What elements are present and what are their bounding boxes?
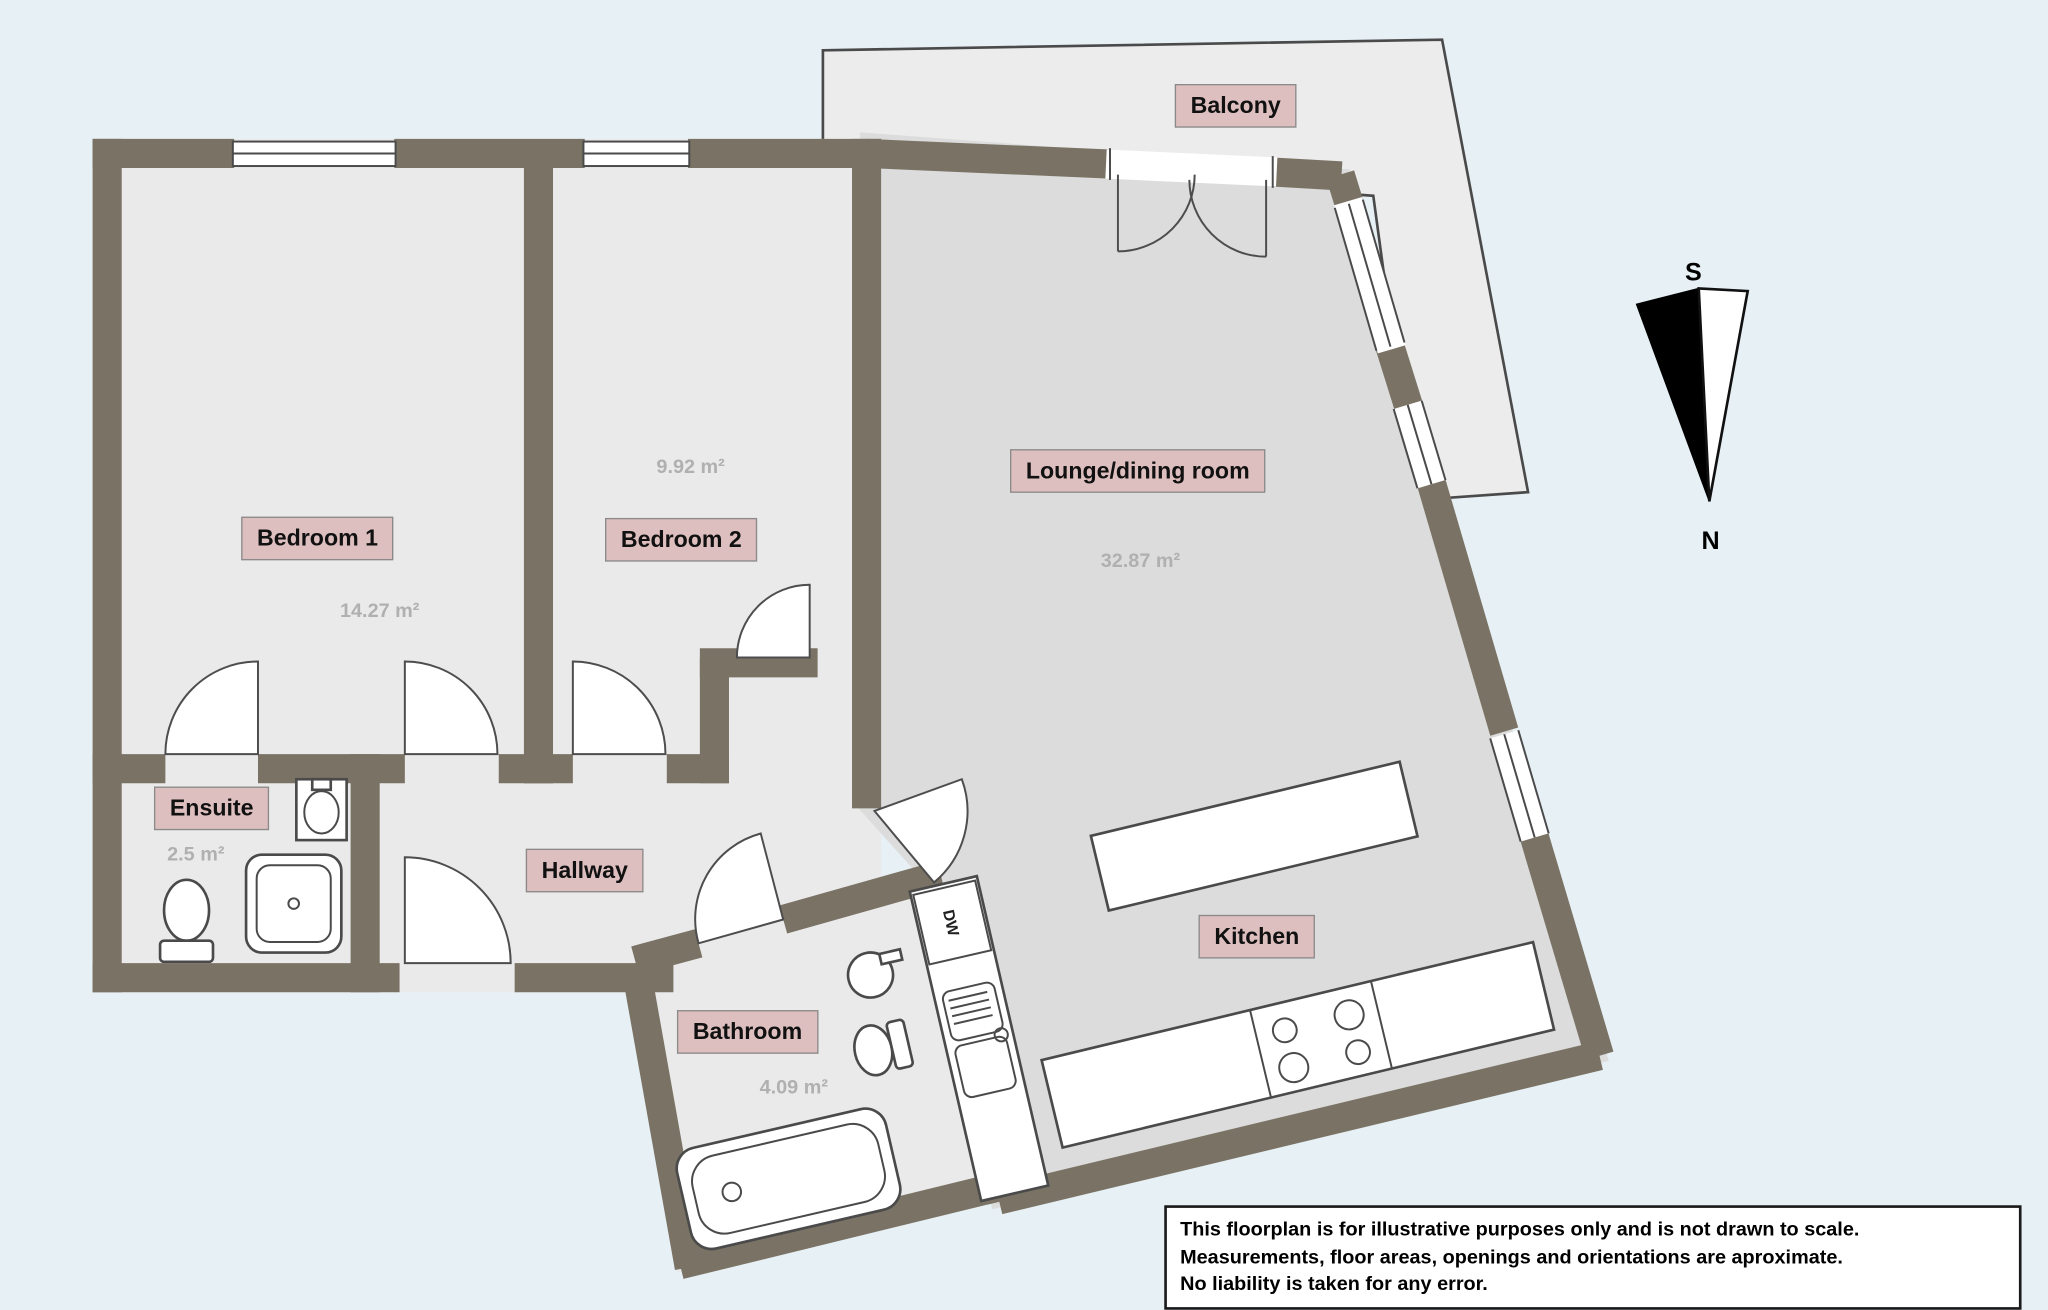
room-label-kitchen: Kitchen — [1198, 914, 1316, 959]
disclaimer-box: This floorplan is for illustrative purpo… — [1164, 1205, 2022, 1310]
bedroom2-closet-door — [735, 583, 811, 659]
kitchen-sink-counter: DW — [908, 874, 1050, 1203]
area-label-bedroom1: 14.27 m² — [339, 599, 420, 623]
lounge-door — [872, 777, 969, 884]
room-label-balcony: Balcony — [1174, 84, 1297, 128]
room-label-ensuite: Ensuite — [153, 786, 270, 831]
compass-needle-light — [1697, 287, 1750, 502]
kitchen-sink — [941, 981, 1017, 1099]
dishwasher-label: DW — [939, 908, 962, 938]
windows — [231, 140, 1550, 842]
disclaimer-line-2: Measurements, floor areas, openings and … — [1180, 1245, 1843, 1269]
shower — [244, 853, 343, 954]
doors — [164, 583, 969, 965]
bathroom-sink — [846, 947, 904, 999]
walls — [92, 138, 1614, 1279]
bedroom1-door — [403, 660, 499, 756]
balcony-door — [1105, 148, 1278, 258]
bathtub — [675, 1107, 902, 1251]
kitchen-counter — [1040, 940, 1556, 1150]
area-label-bedroom2: 9.92 m² — [656, 455, 725, 479]
bathroom-door — [694, 832, 785, 945]
compass-north-label: N — [1702, 527, 1720, 555]
bathroom-toilet — [853, 1018, 915, 1077]
room-label-hallway: Hallway — [525, 848, 644, 893]
room-label-bedroom1: Bedroom 1 — [241, 516, 394, 561]
ensuite-toilet — [158, 878, 215, 964]
bedroom2-door — [571, 660, 667, 756]
stove-icon — [1248, 979, 1394, 1099]
lounge-floor — [857, 132, 1609, 1210]
ensuite-sink — [295, 777, 348, 842]
room-label-bedroom2: Bedroom 2 — [605, 517, 758, 562]
compass: S N — [1635, 258, 1750, 555]
disclaimer-line-1: This floorplan is for illustrative purpo… — [1180, 1218, 1860, 1241]
entrance-door — [403, 856, 512, 965]
area-label-bathroom: 4.09 m² — [759, 1076, 829, 1099]
compass-south-label: S — [1685, 258, 1702, 286]
room-label-lounge: Lounge/dining room — [1010, 449, 1266, 493]
room-label-bathroom: Bathroom — [676, 1010, 819, 1054]
area-label-lounge: 32.87 m² — [1100, 549, 1181, 573]
area-label-ensuite: 2.5 m² — [167, 843, 225, 866]
compass-needle-dark — [1635, 287, 1710, 502]
ensuite-door — [164, 660, 259, 756]
kitchen-island — [1089, 760, 1420, 913]
